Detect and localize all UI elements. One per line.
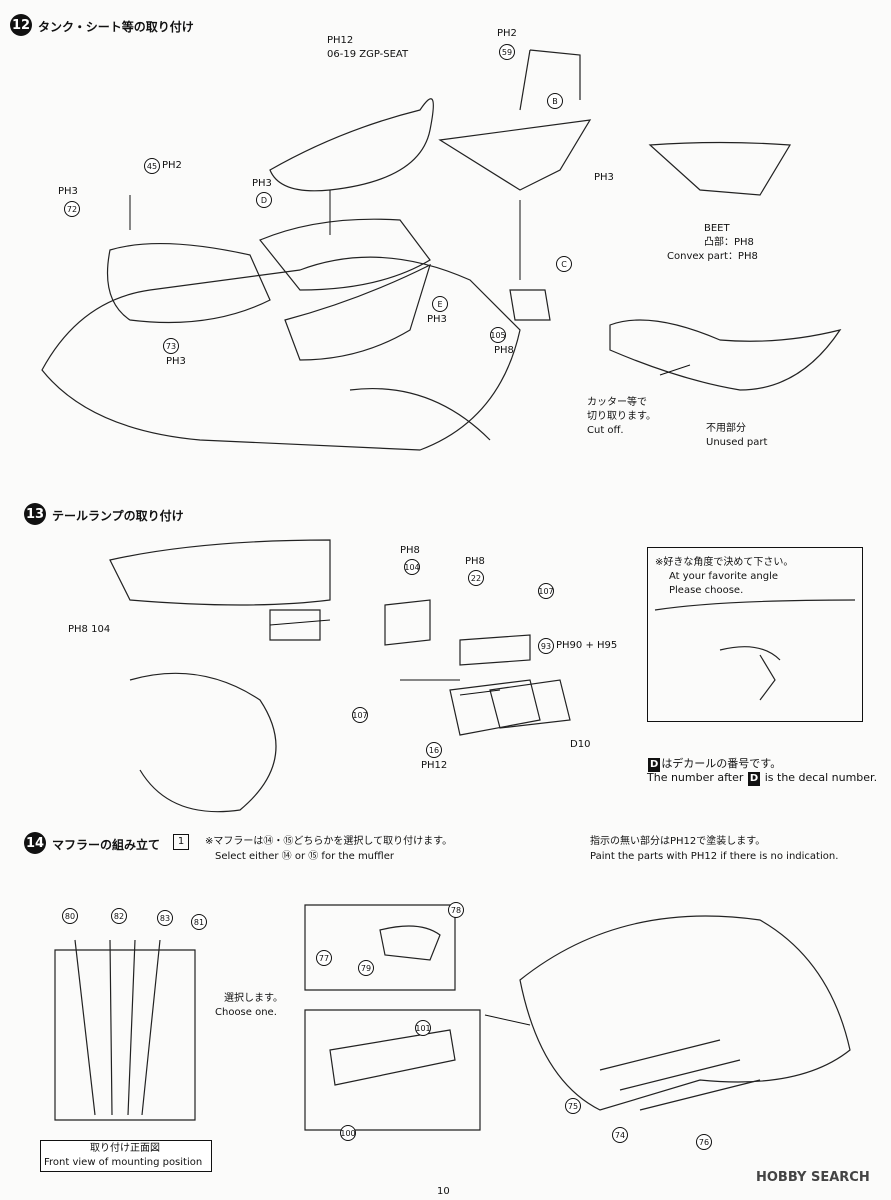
part-105: 105 <box>490 327 506 343</box>
part-107-a: 107 <box>538 583 554 599</box>
part-78: 78 <box>448 902 464 918</box>
cut-jp-2: 切り取ります。 <box>587 411 656 422</box>
part-22-paint: PH8 <box>465 556 485 567</box>
beet-en: Convex part：PH8 <box>667 251 758 262</box>
cut-jp-1: カッター等で <box>587 397 647 408</box>
step-title-12: タンク・シート等の取り付け <box>38 20 194 34</box>
part-45-paint: PH2 <box>162 160 182 171</box>
angle-note-en-2: Please choose. <box>669 585 744 596</box>
hobby-search-watermark: HOBBY SEARCH <box>756 1170 870 1185</box>
angle-note-en-1: At your favorite angle <box>669 571 778 582</box>
part-16: 16 <box>426 742 442 758</box>
step-box-number: 1 <box>173 834 189 850</box>
front-view-en: Front view of mounting position <box>44 1157 203 1168</box>
part-45: 45 <box>144 158 160 174</box>
part-79: 79 <box>358 960 374 976</box>
pipe-80: 80 <box>62 908 78 924</box>
letter-e-paint: PH3 <box>427 314 447 325</box>
step-badge-14: 14 <box>24 832 46 854</box>
decal-note-en: The number after D is the decal number. <box>647 771 878 786</box>
part-72-paint: PH3 <box>58 186 78 197</box>
front-view-jp: 取り付け正面図 <box>90 1143 160 1154</box>
part-105-paint: PH8 <box>494 345 514 356</box>
pipe-83: 83 <box>157 910 173 926</box>
part-59: 59 <box>499 44 515 60</box>
part-72: 72 <box>64 201 80 217</box>
part-16-paint: PH12 <box>421 760 448 771</box>
beet-jp: 凸部：PH8 <box>704 237 754 248</box>
part-104: 104 <box>404 559 420 575</box>
choose-en: Choose one. <box>215 1007 277 1018</box>
part-73: 73 <box>163 338 179 354</box>
pipe-81: 81 <box>191 914 207 930</box>
part-93-paint: PH90 + H95 <box>556 640 618 651</box>
cut-en: Cut off. <box>587 425 624 436</box>
part-101: 101 <box>415 1020 431 1036</box>
choose-jp: 選択します。 <box>224 993 283 1004</box>
seat-name: 06-19 ZGP-SEAT <box>327 49 409 60</box>
paint-note-en: Paint the parts with PH12 if there is no… <box>590 851 839 862</box>
muffler-note-en: Select either ⑭ or ⑮ for the muffler <box>215 851 394 862</box>
part-77: 77 <box>316 950 332 966</box>
step-badge-13: 13 <box>24 503 46 525</box>
seat-paint-code: PH12 <box>327 35 354 46</box>
part-75: 75 <box>565 1098 581 1114</box>
part-107-b: 107 <box>352 707 368 723</box>
part-74: 74 <box>612 1127 628 1143</box>
decal-label: D10 <box>570 739 591 750</box>
letter-d-paint: PH3 <box>252 178 272 189</box>
part-93: 93 <box>538 638 554 654</box>
letter-d: D <box>256 192 272 208</box>
unused-en: Unused part <box>706 437 768 448</box>
part-104-paint: PH8 <box>400 545 420 556</box>
step-title-14: マフラーの組み立て <box>52 838 161 852</box>
letter-b: B <box>547 93 563 109</box>
left-104-label: PH8 104 <box>68 624 111 635</box>
unused-jp: 不用部分 <box>706 423 746 434</box>
part-73-paint: PH3 <box>166 356 186 367</box>
letter-b-paint: PH3 <box>594 172 614 183</box>
part-76: 76 <box>696 1134 712 1150</box>
letter-c: C <box>556 256 572 272</box>
beet-label: BEET <box>704 223 730 234</box>
step-title-13: テールランプの取り付け <box>52 509 184 523</box>
letter-e: E <box>432 296 448 312</box>
pipe-82: 82 <box>111 908 127 924</box>
part-59-paint: PH2 <box>497 28 517 39</box>
angle-note-box <box>647 547 863 722</box>
paint-note-jp: 指示の無い部分はPH12で塗装します。 <box>590 836 766 847</box>
part-100: 100 <box>340 1125 356 1141</box>
page-number: 10 <box>437 1186 450 1197</box>
step-badge-12: 12 <box>10 14 32 36</box>
front-view-caption <box>40 1140 212 1172</box>
part-22: 22 <box>468 570 484 586</box>
angle-note-jp: ※好きな角度で決めて下さい。 <box>655 557 794 568</box>
muffler-note-jp: ※マフラーは⑭・⑮どちらかを選択して取り付けます。 <box>205 836 453 847</box>
